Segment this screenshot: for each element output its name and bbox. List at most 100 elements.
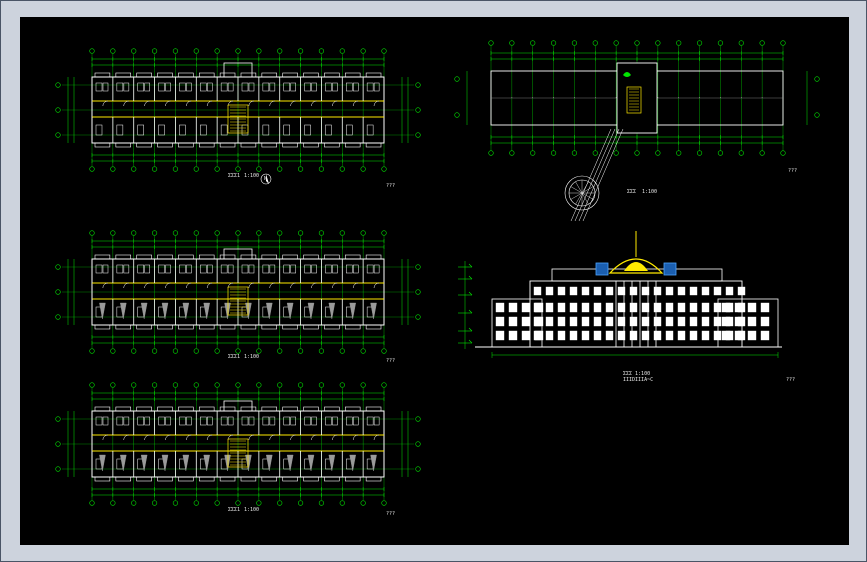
furniture-mark xyxy=(328,302,336,320)
side-bubble xyxy=(415,264,421,270)
window xyxy=(689,286,698,296)
page-mark-4: ??? xyxy=(788,168,797,174)
grid-bubble-bottom xyxy=(89,348,95,354)
balcony xyxy=(178,476,194,482)
elevation-caption: ΣΣΣ 1:100 xyxy=(623,371,650,377)
fixture xyxy=(332,82,338,92)
furniture-mark xyxy=(245,454,252,472)
window xyxy=(605,330,614,341)
grid-bubble-top xyxy=(360,230,366,236)
entrance-porch xyxy=(223,62,253,78)
grid-bubble-top xyxy=(613,40,619,46)
grid-bubble-bottom xyxy=(235,348,241,354)
fixture xyxy=(116,124,124,136)
level-mark xyxy=(468,339,473,344)
door-swing xyxy=(332,282,338,289)
window xyxy=(689,302,698,313)
grid-bubble-top xyxy=(256,382,262,388)
balcony xyxy=(94,72,111,78)
fixture xyxy=(137,264,144,274)
blue-pillar-left xyxy=(595,262,609,276)
fixture xyxy=(262,124,270,136)
door-swing xyxy=(123,434,129,441)
fixture xyxy=(137,416,144,426)
fixture xyxy=(325,264,332,274)
window xyxy=(734,316,744,327)
furniture-mark xyxy=(286,454,294,472)
plan3-scale: 1:100 xyxy=(244,507,259,513)
balcony xyxy=(344,254,361,260)
balcony xyxy=(94,324,111,330)
detail-leader xyxy=(570,128,612,222)
blue-pillar-right xyxy=(663,262,677,276)
balcony xyxy=(365,254,382,260)
fixture xyxy=(102,82,109,92)
balcony xyxy=(324,324,340,330)
balcony xyxy=(240,142,257,148)
grid-bubble-bottom xyxy=(256,166,262,172)
grid-bubble-bottom xyxy=(676,150,682,156)
window xyxy=(569,316,578,327)
stair-tower xyxy=(223,248,253,260)
fixture xyxy=(311,416,317,426)
window xyxy=(677,302,686,313)
window xyxy=(521,302,531,313)
grid-bubble-top xyxy=(780,40,786,46)
balcony xyxy=(219,324,236,330)
fixture xyxy=(366,264,374,274)
grid-bubble-top xyxy=(110,230,116,236)
balcony xyxy=(115,406,132,412)
balcony xyxy=(198,406,215,412)
level-mark xyxy=(468,327,473,332)
grid-bubble-top xyxy=(676,40,682,46)
window xyxy=(581,302,590,313)
balcony xyxy=(136,406,152,412)
balcony xyxy=(198,324,215,330)
floor-plan-a xyxy=(55,48,421,172)
grid-bubble-top xyxy=(509,40,515,46)
grid-bubble-bottom xyxy=(277,500,283,506)
window xyxy=(653,330,662,341)
balcony xyxy=(324,476,340,482)
window xyxy=(641,302,650,313)
grid-bubble-bottom xyxy=(297,348,304,354)
grid-bubble-bottom xyxy=(696,150,703,156)
balcony xyxy=(178,254,194,260)
fixture xyxy=(283,124,290,136)
side-bubble xyxy=(415,466,421,472)
balcony xyxy=(261,406,278,412)
window xyxy=(495,302,505,313)
fixture xyxy=(165,264,171,274)
door-swing xyxy=(311,100,317,107)
fixture xyxy=(165,82,171,92)
grid-bubble-top xyxy=(235,230,241,236)
window xyxy=(593,316,602,327)
grid-bubble-bottom xyxy=(488,150,494,156)
balcony xyxy=(240,324,257,330)
grid-bubble-bottom xyxy=(256,348,262,354)
door-swing xyxy=(144,100,150,107)
window xyxy=(593,302,602,313)
window xyxy=(677,286,686,296)
grid-bubble-top xyxy=(235,382,241,388)
fixture xyxy=(248,264,255,274)
grid-bubble-bottom xyxy=(360,166,366,172)
window xyxy=(665,316,674,327)
door-swing xyxy=(123,100,129,107)
level-mark xyxy=(468,275,473,280)
furniture-mark xyxy=(224,302,231,320)
furniture-mark xyxy=(349,302,356,320)
fixture xyxy=(116,264,124,274)
cad-canvas[interactable]: ΣΣΣ1 1:100 ??? ΣΣΣ1 1:100 ??? ΣΣΣ1 1:100… xyxy=(20,17,849,545)
grid-bubble-top xyxy=(488,40,494,46)
grid-bubble-top xyxy=(318,382,325,388)
window xyxy=(747,330,757,341)
side-bubble xyxy=(454,76,460,82)
grid-bubble-top xyxy=(339,382,345,388)
window xyxy=(665,286,674,296)
grid-bubble-top xyxy=(214,48,220,54)
grid-bubble-top xyxy=(634,40,640,46)
side-bubble xyxy=(415,82,421,88)
balcony xyxy=(282,406,298,412)
